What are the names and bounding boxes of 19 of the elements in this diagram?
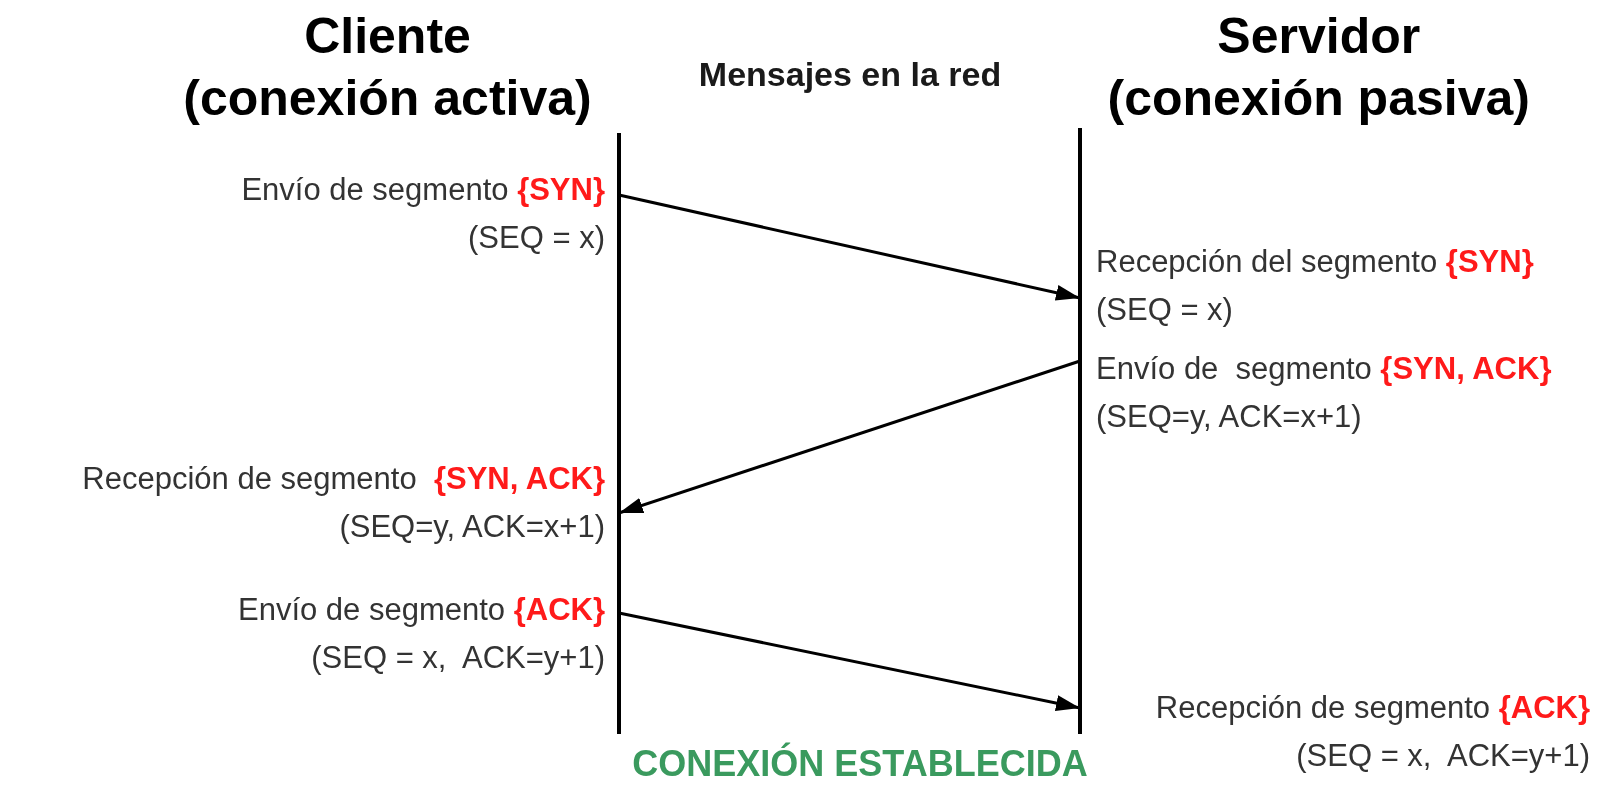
sequence-text: (SEQ=y, ACK=x+1)	[338, 508, 605, 546]
message-text: Recepción del segmento {SYN}	[1096, 243, 1534, 281]
message-text: Recepción de segmento {ACK}	[1154, 689, 1590, 727]
column-heading: Mensajes en la red	[697, 54, 1003, 95]
sequence-text: (SEQ = x, ACK=y+1)	[310, 639, 605, 677]
message-arrow	[618, 611, 1081, 711]
message-text: Envío de segmento {SYN, ACK}	[1096, 350, 1552, 388]
sequence-text: (SEQ=y, ACK=x+1)	[1096, 398, 1363, 436]
sequence-text: (SEQ = x, ACK=y+1)	[1295, 737, 1590, 775]
message-arrow	[618, 193, 1081, 301]
message-arrow	[618, 359, 1081, 515]
status-text: CONEXIÓN ESTABLECIDA	[631, 742, 1089, 786]
message-text: Recepción de segmento {SYN, ACK}	[82, 460, 605, 498]
message-text: Envío de segmento {ACK}	[237, 591, 605, 629]
lifeline-heading: Cliente (conexión activa)	[182, 7, 593, 128]
lifeline-heading: Servidor (conexión pasiva)	[1106, 7, 1531, 128]
sequence-text: (SEQ = x)	[1096, 291, 1234, 329]
message-text: Envío de segmento {SYN}	[241, 171, 605, 209]
sequence-text: (SEQ = x)	[467, 219, 605, 257]
